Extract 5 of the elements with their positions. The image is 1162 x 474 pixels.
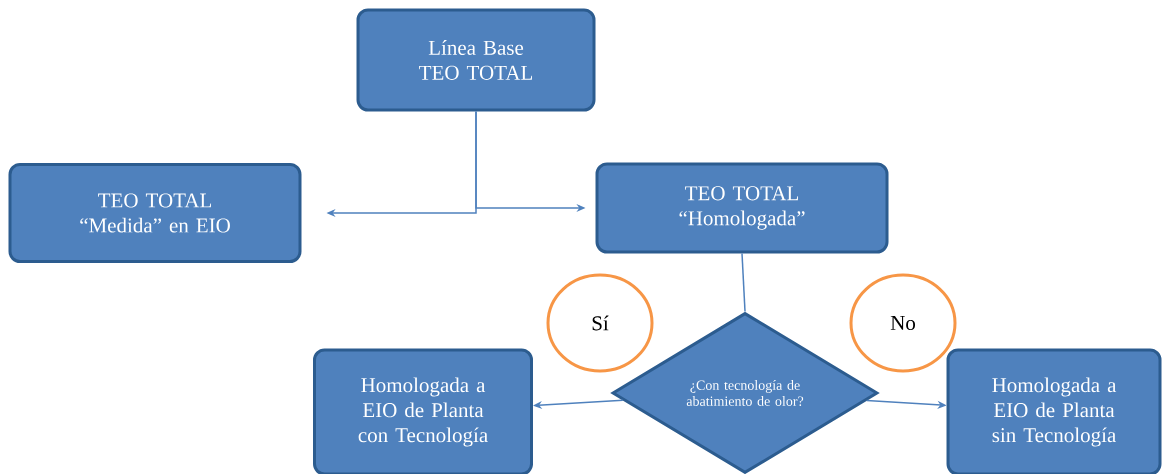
process-box: Línea Base TEO TOTAL bbox=[356, 8, 596, 112]
process-box: TEO TOTAL “Homologada” bbox=[595, 162, 889, 254]
process-box: Homologada a EIO de Planta sin Tecnología bbox=[946, 348, 1162, 474]
process-box: TEO TOTAL “Medida” en EIO bbox=[8, 163, 302, 263]
process-box: Homologada a EIO de Planta con Tecnología bbox=[313, 348, 533, 474]
